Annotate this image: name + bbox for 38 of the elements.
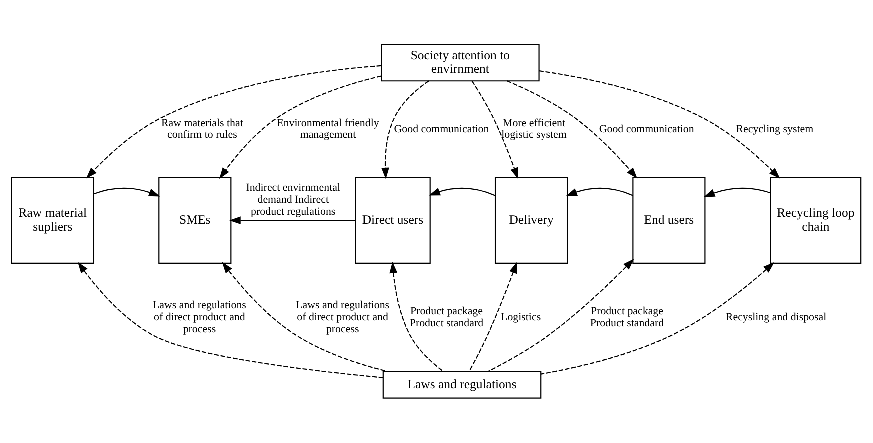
node-box: SMEs xyxy=(158,177,232,264)
arrow xyxy=(507,80,638,179)
node-box: Recycling loop chain xyxy=(770,177,862,264)
edge-label: Raw materials that confirm to rules xyxy=(161,117,244,142)
edge-label: Recysling and disposal xyxy=(726,312,827,324)
node-box: Raw material supliers xyxy=(11,177,94,264)
edge-label: Good communication xyxy=(599,123,694,136)
arrow xyxy=(539,70,780,179)
edge-label: Environmental friendly management xyxy=(277,117,380,142)
arrow xyxy=(230,216,356,225)
node-box: Society attention to envirnment xyxy=(381,44,540,82)
arrow xyxy=(488,259,634,372)
node-box: Laws and regulations xyxy=(382,371,542,399)
edge-label: Product package Product standard xyxy=(410,306,484,330)
edge-label: Product package Product standard xyxy=(590,306,664,330)
node-box: End users xyxy=(632,177,706,264)
arrow xyxy=(94,188,160,197)
edge-label: Good communication xyxy=(394,123,490,136)
edge-label: Logistics xyxy=(501,312,542,324)
node-box: Direct users xyxy=(355,177,431,264)
edge-label: Recycling system xyxy=(736,123,814,136)
arrow xyxy=(541,262,775,375)
edge-label: Laws and regulations of direct product and process xyxy=(296,300,390,336)
arrow xyxy=(468,262,518,372)
edge-label: Indirect envirnmental demand Indirect product regulations xyxy=(246,182,341,218)
arrow xyxy=(390,262,444,372)
arrow xyxy=(222,262,389,372)
arrow xyxy=(220,76,382,180)
edge-label: Laws and regulations of direct product and process xyxy=(152,300,246,336)
arrow xyxy=(704,188,771,198)
arrow xyxy=(429,188,496,196)
arrow xyxy=(472,80,518,180)
edge-label: More efficient logistic system xyxy=(502,117,567,142)
arrow xyxy=(78,262,384,378)
node-box: Delivery xyxy=(494,177,568,264)
arrow xyxy=(382,80,430,180)
arrow xyxy=(86,65,382,179)
arrow xyxy=(566,188,634,196)
